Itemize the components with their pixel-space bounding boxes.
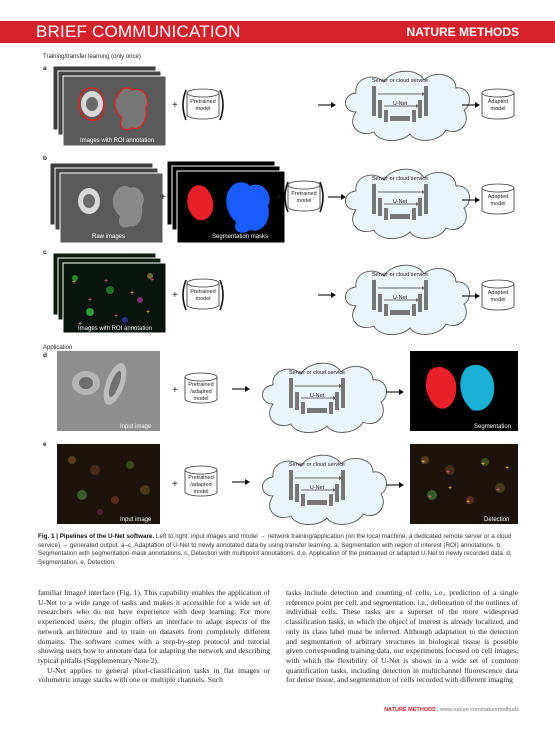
panel-a-letter: a: [43, 65, 47, 72]
svg-text:+: +: [428, 494, 432, 501]
section-application-label: Application: [43, 345, 72, 351]
svg-text:+: +: [78, 321, 82, 328]
panel-b-model-l1: Pretrained: [291, 191, 316, 197]
panel-c-image-stack: + + + + + + + + Images with ROI annotati…: [52, 252, 167, 334]
panel-d-server-label: Server or cloud service: [289, 370, 345, 376]
panel-d-input-label: Input image: [120, 424, 152, 430]
panel-e-model-l3: model: [194, 489, 209, 495]
svg-text:+: +: [496, 487, 500, 494]
panel-b-letter: b: [43, 155, 47, 162]
journal-name: NATURE METHODS: [406, 25, 519, 39]
svg-text:+: +: [104, 278, 108, 285]
svg-text:+: +: [72, 279, 76, 286]
panel-e-server-label: Server or cloud service: [289, 462, 345, 468]
panel-d-output-label: Segmentation: [474, 424, 511, 430]
panel-b-mask-label: Segmentation masks: [212, 234, 268, 240]
page-footer: NATURE METHODS | www.nature.com/natureme…: [384, 707, 519, 713]
body-right-column: tasks include detection and counting of …: [286, 588, 518, 685]
panel-e-unet-label: U-Net: [310, 485, 325, 491]
panel-a-plus: +: [172, 100, 178, 111]
panel-b-plus-1: +: [160, 192, 166, 203]
panel-b-server-label: Server or cloud service: [372, 176, 428, 182]
panel-c-letter: c: [43, 249, 47, 256]
panel-b-adapted-l1: Adapted: [488, 194, 509, 200]
panel-b-raw-label: Raw images: [92, 234, 125, 240]
section-training-label: Training/transfer learning (only once): [43, 54, 141, 60]
footer-journal: NATURE METHODS: [384, 707, 436, 713]
panel-c-unet-label: U-Net: [393, 295, 408, 301]
panel-e-model-l1: Pretrained: [188, 475, 213, 481]
panel-c-plus: +: [172, 290, 178, 301]
panel-e-output-label: Detection: [484, 517, 509, 523]
svg-text:+: +: [130, 290, 134, 297]
panel-a-image-stack: Images with ROI annotation: [52, 65, 167, 147]
panel-c-adapted-l1: Adapted: [488, 290, 509, 296]
svg-text:+: +: [146, 309, 150, 316]
svg-text:+: +: [505, 465, 509, 472]
svg-text:+: +: [446, 469, 450, 476]
panel-d-letter: d: [43, 352, 47, 359]
panel-e-plus: +: [172, 479, 178, 490]
panel-d-model-l3: model: [194, 396, 209, 402]
panel-e-input-label: Input image: [120, 517, 152, 523]
panel-e-model-l2: /adapted: [190, 482, 211, 488]
svg-text:+: +: [421, 459, 425, 466]
svg-text:+: +: [114, 313, 118, 320]
panel-a-model-l2: model: [196, 106, 211, 112]
panel-a-images-label: Images with ROI annotation: [80, 138, 154, 144]
panel-a-adapted-l1: Adapted: [488, 99, 509, 105]
panel-c-adapted-l2: model: [491, 297, 506, 303]
panel-a-model-l1: Pretrained: [190, 99, 215, 105]
panel-e-detection-output: + + + + + + + + Detection: [410, 444, 518, 524]
panel-d-input-image: Input image: [57, 351, 160, 431]
figure-1: Training/transfer learning (only once) a…: [43, 54, 518, 526]
panel-d-unet-label: U-Net: [310, 393, 325, 399]
panel-a-unet-label: U-Net: [393, 101, 408, 107]
panel-a-server-label: Server or cloud service: [372, 78, 428, 84]
left-paragraph-1: familiar ImageJ interface (Fig. 1). This…: [38, 588, 270, 665]
panel-c-images-label: Images with ROI annotation: [78, 326, 152, 332]
panel-c-server-label: Server or cloud service: [372, 272, 428, 278]
panel-d-plus: +: [172, 385, 178, 396]
panel-e-input-image: Input image: [57, 444, 160, 524]
svg-text:+: +: [448, 485, 452, 492]
panel-b-model-l2: model: [297, 198, 312, 204]
panel-c-model-l1: Pretrained: [190, 289, 215, 295]
panel-d-model-l1: Pretrained: [188, 382, 213, 388]
panel-e-letter: e: [43, 441, 47, 448]
panel-b-adapted-l2: model: [491, 201, 506, 207]
panel-d-model-l2: /adapted: [190, 389, 211, 395]
right-paragraph-1: tasks include detection and counting of …: [286, 588, 518, 685]
panel-b-raw-stack: Raw images: [49, 162, 164, 244]
svg-text:+: +: [150, 277, 154, 284]
caption-text: Left to right: input images and model → …: [38, 533, 512, 566]
figure-caption: Fig. 1 | Pipelines of the U-Net software…: [38, 533, 520, 567]
footer-url[interactable]: | www.nature.com/naturemethods: [437, 707, 519, 713]
left-paragraph-2: U-Net applies to general pixel-classific…: [38, 665, 270, 685]
panel-d-segmentation-output: Segmentation: [410, 351, 518, 431]
body-left-column: familiar ImageJ interface (Fig. 1). This…: [38, 588, 270, 685]
svg-text:+: +: [88, 297, 92, 304]
panel-b-mask-stack: Segmentation masks: [166, 160, 286, 244]
section-type: BRIEF COMMUNICATION: [36, 22, 241, 41]
caption-title: Fig. 1 | Pipelines of the U-Net software…: [38, 533, 155, 540]
panel-c-model-l2: model: [196, 296, 211, 302]
panel-b-unet-label: U-Net: [393, 199, 408, 205]
svg-text:+: +: [466, 499, 470, 506]
panel-a-adapted-l2: model: [491, 106, 506, 112]
panel-b-plus-2: +: [276, 192, 282, 203]
page-header: BRIEF COMMUNICATION NATURE METHODS: [0, 21, 555, 43]
svg-text:+: +: [481, 461, 485, 468]
